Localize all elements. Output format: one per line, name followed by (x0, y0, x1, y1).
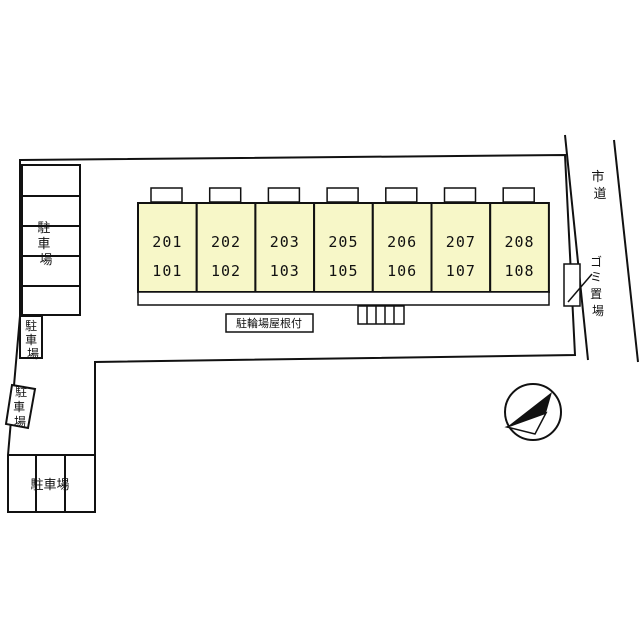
building-unit-201: 201 101 (137, 187, 198, 293)
garbage-label: ゴ ミ 置 場 (590, 254, 606, 318)
parking-label-left: 駐 車 場 (25, 318, 41, 361)
balcony-tab (502, 187, 535, 203)
unit-number-lower: 101 (152, 262, 182, 280)
building-units: 201 101 202 102 203 103 205 105 206 106 207 107 208 1… (137, 187, 550, 293)
balcony-tab (208, 187, 242, 203)
unit-number-lower: 106 (387, 262, 417, 280)
parking-area-bottom-left (8, 454, 95, 512)
balcony-tab (385, 187, 418, 203)
unit-number-lower: 105 (328, 262, 358, 280)
parking-label-top-left: 駐 車 場 (37, 221, 54, 268)
balcony-tab (326, 187, 359, 203)
road-label: 市 道 (591, 169, 608, 202)
balcony-tab (267, 187, 301, 203)
building-unit-205: 205 105 (313, 187, 374, 293)
unit-number-upper: 206 (387, 233, 417, 251)
unit-number-lower: 103 (270, 262, 300, 280)
building-unit-208: 208 108 (489, 187, 550, 293)
bike-roof-label-box (225, 313, 314, 333)
parking-stall-tilted (4, 383, 37, 430)
parking-label-bottom-left: 駐車場 (30, 478, 69, 493)
road-edge-right (613, 139, 639, 363)
parking-area-top-left (21, 164, 81, 316)
building-unit-207: 207 107 (430, 187, 492, 293)
unit-block (430, 202, 492, 293)
unit-number-upper: 208 (505, 233, 535, 251)
unit-number-upper: 203 (270, 233, 300, 251)
road-edge-left (564, 134, 589, 361)
unit-number-lower: 102 (211, 262, 241, 280)
balcony-tab (443, 187, 477, 203)
building-unit-203: 203 103 (254, 187, 316, 293)
unit-number-upper: 205 (328, 233, 358, 251)
bike-roof-strip (137, 291, 550, 306)
north-arrow-icon (504, 383, 562, 441)
balcony-tab (150, 187, 183, 203)
garbage-area-box (563, 263, 581, 307)
parking-stall-left (19, 315, 43, 359)
unit-number-upper: 207 (446, 233, 476, 251)
unit-number-upper: 202 (211, 233, 241, 251)
unit-number-upper: 201 (152, 233, 182, 251)
parking-label-tilted: 駐 車 場 (13, 384, 31, 429)
unit-number-lower: 107 (446, 262, 476, 280)
unit-number-lower: 108 (505, 262, 535, 280)
garbage-pointer-line (567, 273, 593, 303)
building-unit-206: 206 106 (371, 187, 433, 293)
entrance-steps (357, 305, 405, 325)
unit-block (313, 202, 374, 293)
bike-roof-label: 駐輪場屋根付 (236, 316, 302, 330)
building-unit-202: 202 102 (195, 187, 257, 293)
